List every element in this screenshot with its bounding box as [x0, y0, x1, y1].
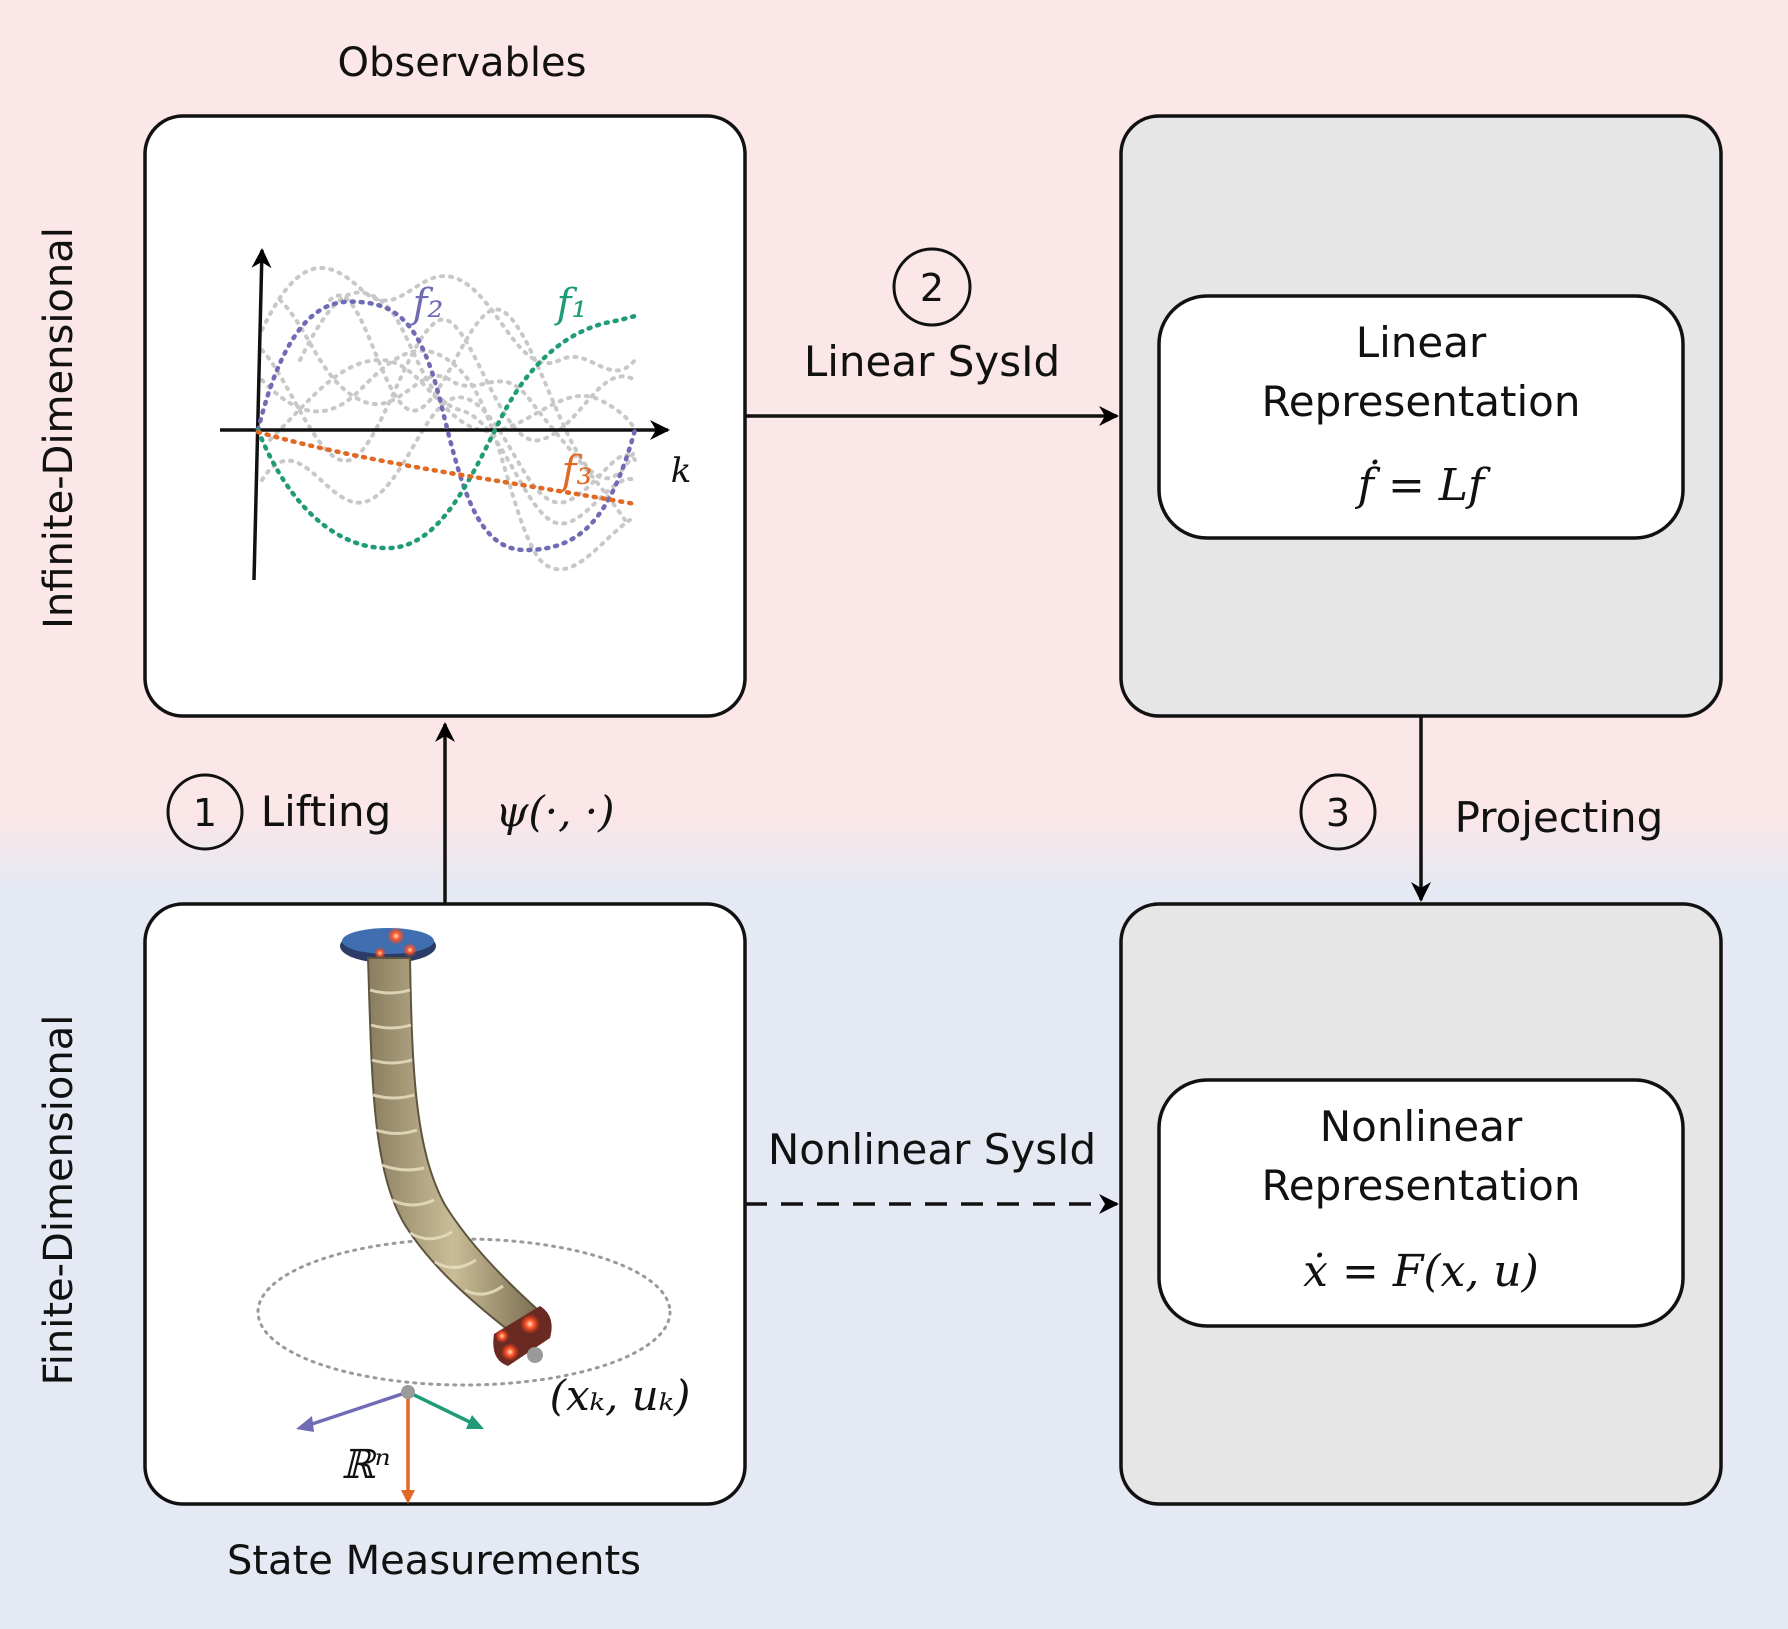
soft-robot-illustration — [256, 927, 672, 1387]
gray-curve-1 — [260, 266, 637, 373]
body-ring-3 — [371, 1058, 413, 1065]
tip-led-3 — [495, 1329, 509, 1343]
gray-curve-7 — [260, 348, 632, 572]
linear-title-line1: Linear — [1356, 318, 1487, 367]
body-ring-1 — [369, 988, 411, 995]
step-1-number: 1 — [193, 791, 217, 835]
body-ring-8 — [409, 1230, 453, 1241]
plot-x-axis-label: k — [671, 451, 692, 491]
nonlinear-equation: ẋ = F(x, u) — [1303, 1246, 1539, 1297]
observables-title: Observables — [338, 40, 587, 86]
nonlinear-title-line2: Representation — [1262, 1161, 1581, 1210]
body-ring-4 — [372, 1093, 415, 1100]
step-3-label: Projecting — [1455, 793, 1664, 842]
lifting-function-label: ψ(·, ·) — [495, 787, 614, 836]
step-2-number: 2 — [920, 266, 944, 310]
linear-title-line2: Representation — [1262, 377, 1581, 426]
frame-axis-purple — [299, 1390, 409, 1430]
step-1-circle — [166, 773, 244, 851]
gray-curve-8 — [328, 293, 637, 481]
curve-f1 — [255, 313, 638, 551]
gray-curve-3 — [268, 357, 637, 442]
nonlinear-sysid-label: Nonlinear SysId — [768, 1125, 1096, 1174]
curve-label-f2: f₂ — [410, 281, 444, 327]
linear-equation: ḟ = Lf — [1355, 458, 1491, 511]
band-label-infinite: Infinite-Dimensional — [36, 227, 82, 629]
curve-f3 — [255, 429, 638, 507]
curve-f2 — [255, 299, 638, 553]
tip-led-1 — [520, 1314, 540, 1334]
frame-arrowhead-purple — [296, 1416, 314, 1432]
step-1-label: Lifting — [261, 787, 392, 836]
base-led-2 — [403, 943, 417, 957]
gray-curve-6 — [298, 290, 637, 526]
tip-state-point — [527, 1347, 543, 1363]
base-led-3 — [374, 947, 386, 959]
nonlinear-title-line1: Nonlinear — [1320, 1102, 1523, 1151]
frame-axis-green — [407, 1390, 479, 1428]
base-led-1 — [387, 927, 405, 945]
observables-plot: k f₂ f₁ f₃ — [220, 248, 692, 581]
frame-arrowhead-orange — [401, 1490, 415, 1504]
step-2-label: Linear SysId — [804, 337, 1060, 386]
body-ring-9 — [434, 1258, 477, 1269]
gray-curve-2 — [260, 395, 637, 505]
curve-label-f3: f₃ — [559, 448, 593, 494]
body-ring-10 — [464, 1284, 504, 1296]
step-3-number: 3 — [1326, 791, 1350, 835]
frame-arrowhead-green — [466, 1415, 484, 1429]
linear-representation-box — [1157, 294, 1685, 540]
state-space-label: ℝⁿ — [341, 1442, 390, 1488]
frame-origin — [401, 1385, 415, 1399]
curve-label-f1: f₁ — [554, 281, 588, 327]
body-ring-5 — [375, 1128, 418, 1135]
nonlinear-representation-box — [1157, 1078, 1685, 1328]
gray-curve-5 — [278, 298, 627, 522]
body-ring-6 — [381, 1163, 425, 1172]
body-ring-7 — [391, 1198, 435, 1207]
body-ring-2 — [370, 1023, 412, 1030]
coordinate-frame — [296, 1385, 484, 1504]
tip-led-2 — [501, 1343, 519, 1361]
state-panel-title: State Measurements — [227, 1538, 641, 1584]
step-3-circle — [1299, 773, 1377, 851]
state-point-label: (xₖ, uₖ) — [550, 1371, 691, 1420]
step-2-circle — [892, 247, 972, 327]
plot-y-axis — [251, 248, 272, 581]
band-label-finite: Finite-Dimensional — [36, 1015, 82, 1386]
